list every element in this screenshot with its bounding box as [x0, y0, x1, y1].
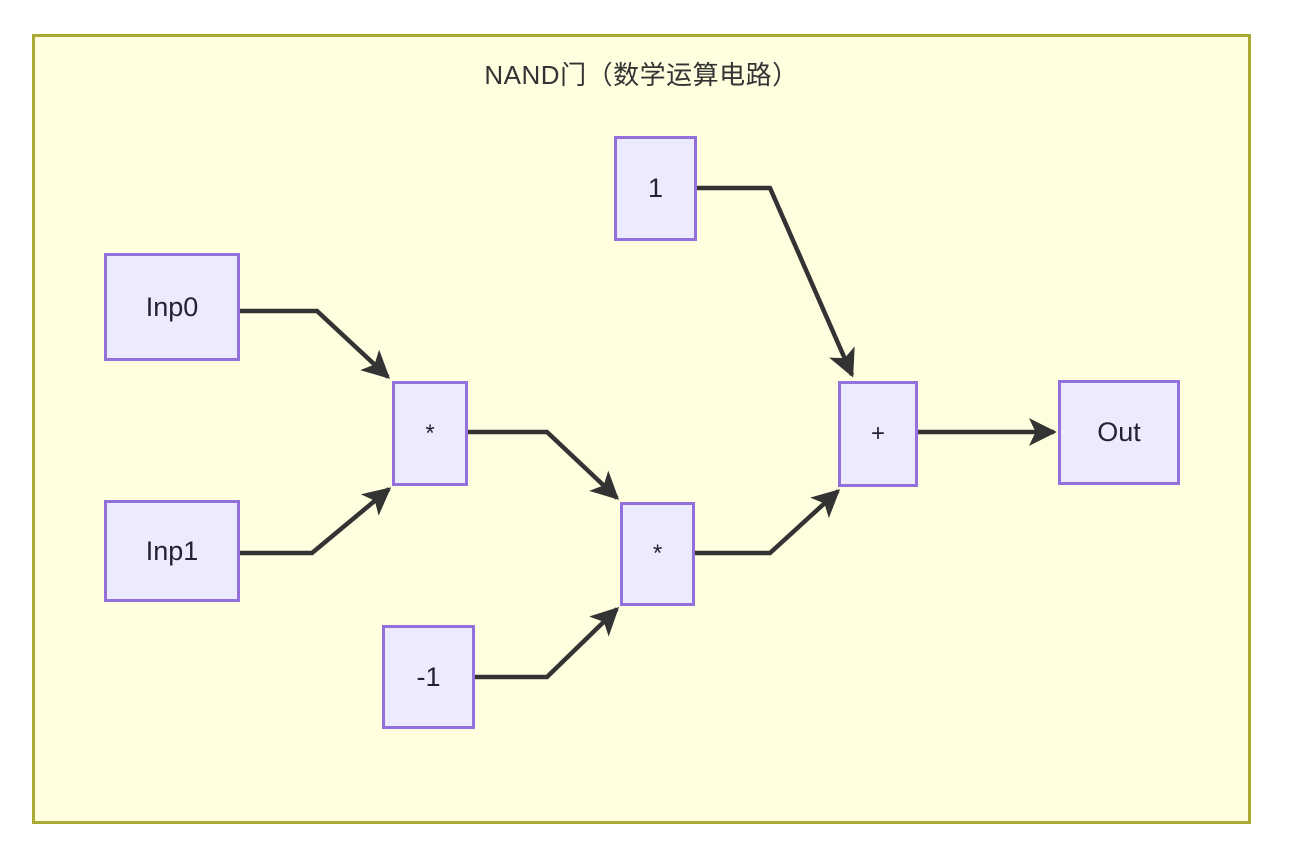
node-multiply-1[interactable]: *: [392, 381, 468, 486]
node-multiply-2[interactable]: *: [620, 502, 695, 606]
node-out-label: Out: [1097, 417, 1141, 447]
node-inp0[interactable]: Inp0: [104, 253, 240, 361]
node-add-label: +: [870, 420, 885, 447]
node-const-1-label: 1: [647, 173, 664, 203]
node-inp1[interactable]: Inp1: [104, 500, 240, 602]
node-add[interactable]: +: [838, 381, 918, 487]
node-const-1[interactable]: 1: [614, 136, 697, 241]
node-const-neg1-label: -1: [416, 661, 441, 692]
node-multiply-2-label: *: [652, 540, 663, 567]
node-multiply-1-label: *: [425, 419, 435, 447]
node-const-neg1[interactable]: -1: [382, 625, 475, 729]
diagram-title: NAND门（数学运算电路）: [484, 60, 799, 90]
node-inp0-label: Inp0: [145, 291, 199, 322]
node-inp1-label: Inp1: [145, 535, 199, 566]
node-out[interactable]: Out: [1058, 380, 1180, 485]
